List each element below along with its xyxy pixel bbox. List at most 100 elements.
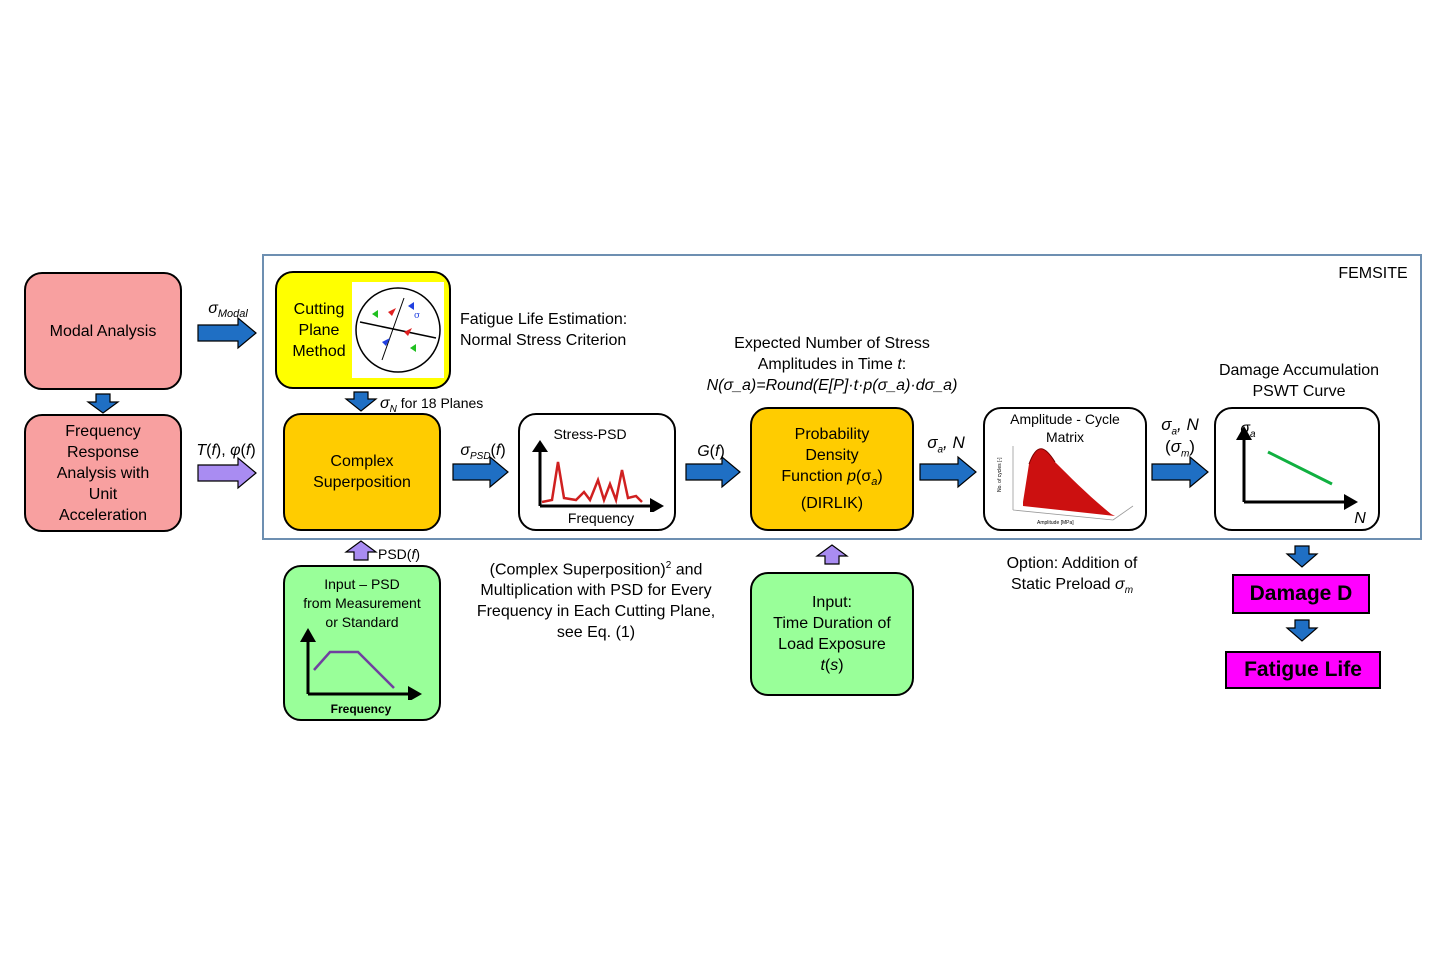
psd-f-c: ) — [415, 546, 421, 562]
t-phi-c: f — [211, 442, 216, 459]
option-line-2-text: Static Preload — [1010, 576, 1116, 593]
t-phi-d: ), — [215, 442, 231, 459]
sigma-n-sub: N — [389, 403, 397, 415]
sigma-a-n-sub: a — [937, 444, 944, 456]
input-time-sym-t: t — [820, 657, 825, 674]
sigma-m-sub: m — [1180, 448, 1190, 460]
damage-ylabel-sub: a — [1250, 429, 1256, 441]
label-sigma-m: (σm) — [1152, 436, 1208, 464]
pdf-line-3-text: Function — [781, 467, 848, 485]
sigma-m-open: ( — [1165, 437, 1171, 456]
sigma-a-n-sym: σ — [927, 433, 938, 452]
complex-note-1: (Complex Superposition)2 and — [458, 555, 734, 580]
arrow-pdf-to-matrix — [919, 455, 977, 489]
damage-accumulation-1: Damage Accumulation — [1218, 362, 1380, 379]
freq-line-4: Unit — [88, 485, 118, 503]
complex-superposition-box: Complex Superposition — [283, 413, 441, 531]
complex-line-2: Superposition — [313, 474, 411, 491]
amplitude-matrix-title: Amplitude - Cycle Matrix — [995, 410, 1135, 446]
arrow-freq-to-complex — [197, 456, 257, 490]
input-psd-line-1: Input – PSD — [324, 576, 400, 592]
complex-note-4: see Eq. (1) — [556, 624, 636, 642]
label-damage-accumulation: Damage Accumulation PSWT Curve — [1196, 360, 1402, 402]
sigma-a-n2-tail: , N — [1177, 415, 1199, 434]
input-time-open: ( — [824, 657, 831, 674]
input-time-sym-s: s — [830, 657, 839, 674]
sigma-n-tail: for 18 Planes — [396, 395, 484, 411]
cutting-line-1: Cutting — [293, 300, 345, 318]
stress-psd-box — [518, 413, 676, 531]
label-complex-note: (Complex Superposition)2 and Multiplicat… — [458, 555, 734, 643]
pdf-line-4: (DIRLIK) — [800, 495, 864, 513]
cutting-plane-figure: σ — [352, 282, 444, 378]
t-phi-g: f — [245, 442, 251, 459]
label-sigma-n: σN for 18 Planes — [380, 393, 500, 420]
frequency-response-box: Frequency Response Analysis with Unit Ac… — [24, 414, 182, 532]
expected-line-2: Amplitudes in Time t: — [690, 354, 974, 375]
stress-psd-title: Stress-PSD — [553, 426, 627, 442]
expected-line-2-text: Amplitudes in Time — [757, 356, 898, 373]
sigma-a-n2-sym: σ — [1161, 415, 1172, 434]
t-phi-e: φ — [230, 442, 241, 459]
sigma-psd-f: f — [495, 442, 501, 459]
cutting-line-2: Plane — [298, 321, 340, 339]
arrow-matrix-to-damage — [1151, 455, 1209, 489]
arrow-psd-to-pdf — [685, 455, 741, 489]
input-psd-line-2: from Measurement — [303, 595, 421, 611]
g-f-d: ) — [719, 443, 725, 460]
sigma-psd-sym: σ — [460, 442, 470, 459]
pdf-line-1: Probability — [794, 425, 870, 443]
arrow-modal-to-cutting — [197, 316, 257, 350]
input-psd-chart — [300, 628, 422, 700]
modal-analysis-box: Modal Analysis — [24, 272, 182, 390]
pdf-sym-sigma: (σ — [856, 467, 872, 485]
g-f-b: ( — [709, 443, 715, 460]
label-sigma-psd: σPSD(f) — [452, 440, 514, 467]
stress-psd-xlabel: Frequency — [567, 510, 635, 526]
label-sigma-modal: σModal — [198, 298, 258, 325]
damage-accumulation-2: PSWT Curve — [1252, 383, 1346, 400]
label-fatigue-estimation: Fatigue Life Estimation: Normal Stress C… — [460, 309, 660, 351]
label-option: Option: Addition of Static Preload σm — [980, 553, 1164, 601]
freq-line-3: Analysis with — [56, 464, 150, 482]
sigma-a-n-tail: , N — [943, 433, 965, 452]
expected-formula: N(σ_a)=Round(E[P]·t·p(σ_a)·dσ_a) — [706, 377, 958, 394]
arrow-curve-down — [1285, 545, 1319, 568]
damage-xlabel: N — [1354, 510, 1366, 527]
pdf-sub-a: a — [871, 476, 878, 489]
input-time-line-3: Load Exposure — [778, 636, 886, 653]
label-t-phi: T(f), φ(f) — [190, 440, 262, 461]
sigma-modal-sub: Modal — [217, 308, 248, 321]
complex-note-1-end: and — [671, 561, 703, 579]
complex-note-sup: 2 — [665, 560, 672, 571]
fatigue-estimation-1: Fatigue Life Estimation: — [460, 311, 628, 328]
label-sigma-a-n2: σa, N — [1152, 414, 1208, 442]
sigma-modal-sym: σ — [208, 300, 218, 317]
amplitude-matrix-chart: No. of cycles [-] Amplitude [MPa] — [997, 446, 1134, 526]
t-phi-a: T — [196, 442, 207, 459]
amplitude-title-1: Amplitude - Cycle — [1010, 411, 1120, 427]
svg-text:σ: σ — [414, 311, 420, 321]
stress-psd-chart — [532, 440, 664, 512]
pdf-close: ) — [877, 467, 883, 485]
freq-line-5: Acceleration — [58, 506, 148, 524]
option-line-2: Static Preload σm — [980, 574, 1164, 601]
label-expected-number: Expected Number of Stress Amplitudes in … — [690, 333, 974, 396]
damage-ylabel-sym: σ — [1240, 420, 1251, 437]
sigma-psd-open: ( — [490, 442, 496, 459]
femsite-frame — [262, 254, 1422, 540]
arrow-complex-to-psd — [452, 455, 509, 489]
input-time-line-2: Time Duration of — [773, 615, 891, 632]
arrow-damage-down — [1285, 619, 1319, 642]
input-time-line-1: Input: — [811, 594, 852, 611]
label-g-f: G(f) — [690, 441, 732, 462]
sigma-m-sym: σ — [1170, 437, 1181, 456]
input-time-close: ) — [838, 657, 844, 674]
input-psd-xlabel: Frequency — [330, 702, 392, 716]
complex-line-1: Complex — [330, 453, 394, 470]
option-sigma: σ — [1115, 576, 1125, 593]
sigma-a-n2-sub: a — [1171, 426, 1178, 438]
psd-f-b: f — [411, 546, 416, 562]
input-psd-line-3: or Standard — [325, 614, 399, 630]
freq-line-1: Frequency — [65, 422, 141, 440]
